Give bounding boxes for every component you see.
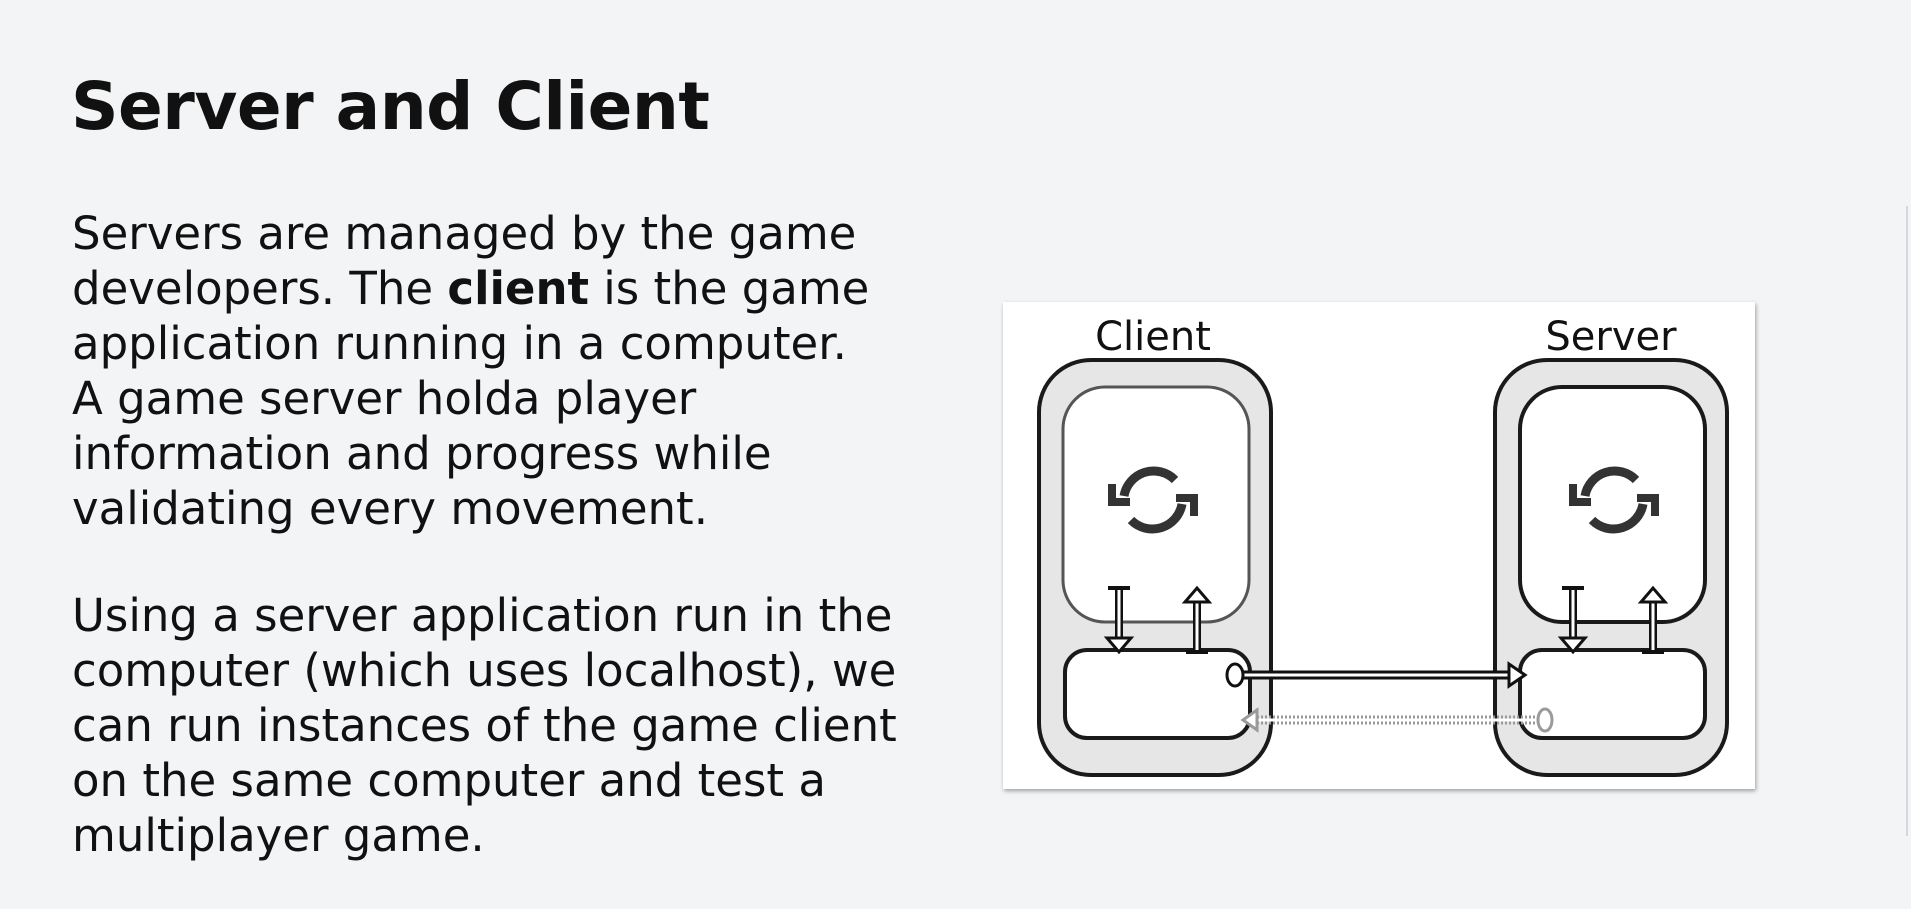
- paragraph-servers: Servers are managed by the game develope…: [72, 206, 952, 536]
- client-node: [1037, 358, 1273, 777]
- text-run: developers. The: [72, 262, 448, 315]
- paragraph-line: computer (which uses localhost), we: [72, 644, 897, 697]
- client-server-diagram: Client Server: [1003, 302, 1755, 789]
- paragraph-line: information and progress while: [72, 427, 772, 480]
- client-to-server-arrow-icon: [1225, 661, 1528, 689]
- server-process-box: [1518, 385, 1707, 624]
- paragraph-line: on the same computer and test a: [72, 754, 826, 807]
- server-label: Server: [1545, 314, 1677, 360]
- paragraph-line: Using a server application run in the: [72, 589, 893, 642]
- server-node: [1493, 358, 1729, 777]
- paragraph-line: multiplayer game.: [72, 809, 485, 862]
- paragraph-line: can run instances of the game client: [72, 699, 897, 752]
- client-process-box: [1061, 385, 1251, 624]
- paragraph-line: validating every movement.: [72, 482, 708, 535]
- server-network-box: [1518, 648, 1707, 740]
- text-run: is the game: [589, 262, 870, 315]
- client-network-box: [1063, 648, 1252, 740]
- paragraph-line: A game server holda player: [72, 372, 697, 425]
- paragraph-line: developers. The client is the game: [72, 261, 952, 316]
- slide-edge-divider: [1906, 206, 1908, 836]
- client-label: Client: [1095, 314, 1211, 360]
- paragraph-line: application running in a computer.: [72, 317, 847, 370]
- paragraph-line: Servers are managed by the game: [72, 207, 857, 260]
- server-to-client-arrow-icon: [1240, 707, 1554, 733]
- bold-term-client: client: [447, 262, 589, 315]
- slide-title: Server and Client: [71, 68, 710, 145]
- paragraph-localhost: Using a server application run in the co…: [72, 588, 952, 863]
- diagram-canvas: Client Server: [1037, 314, 1729, 777]
